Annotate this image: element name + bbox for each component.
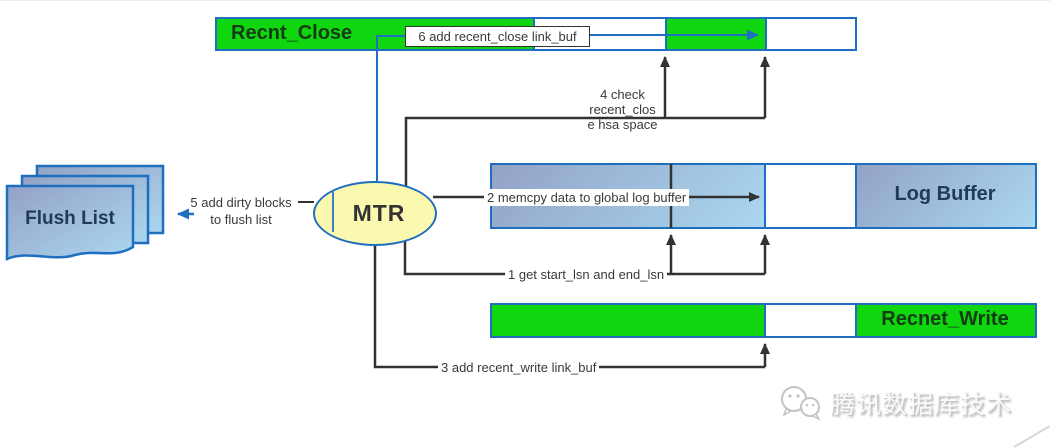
watermark: 腾讯数据库技术 [778,383,1012,423]
recent-write-bar: Recnet_Write [490,303,1037,338]
recent-write-segment-filled [492,305,764,336]
segment-divider [855,305,857,336]
log-buffer-title: Log Buffer [894,183,996,205]
segment-divider [764,165,766,227]
watermark-text: 腾讯数据库技术 [830,391,1013,419]
flush-list-label: Flush List [25,208,115,229]
segment-divider [764,305,766,336]
segment-divider [855,165,857,227]
mtr-inner-divider [332,190,334,232]
step6-label: 6 add recent_close link_buf [405,26,590,47]
step5-label: 5 add dirty blocks to flush list [190,195,292,227]
log-buffer-segment-label [855,165,1035,227]
recent-close-title: Recnt_Close [231,22,353,44]
segment-divider [665,19,667,49]
flush-list-pages-icon [5,164,165,261]
step1-label: 1 get start_lsn and end_lsn [505,266,668,283]
segment-divider [765,19,767,49]
connector-step6 [376,29,759,184]
step2-label: 2 memcpy data to global log buffer [484,189,690,206]
recent-close-segment-active [665,19,765,49]
recent-write-segment-label [855,305,1035,336]
recent-write-title: Recnet_Write [881,308,1009,330]
step3-label: 3 add recent_write link_buf [438,359,600,376]
mtr-label: MTR [352,200,406,226]
step4-label: 4 check recent_clos e hsa space [587,87,658,132]
corner-decoration-line [1013,425,1050,448]
wechat-bubbles-icon [781,386,821,421]
